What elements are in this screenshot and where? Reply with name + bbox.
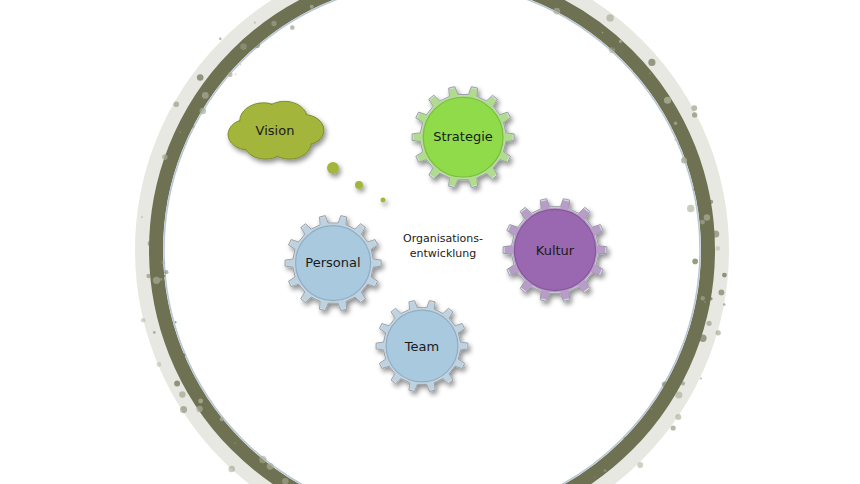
gear-node: Personal bbox=[285, 215, 381, 311]
grunge-ring bbox=[141, 0, 727, 484]
node-label: Team bbox=[405, 339, 439, 354]
vision-cloud: Vision bbox=[227, 102, 323, 158]
gear-node: Team bbox=[376, 300, 468, 392]
thought-dots bbox=[327, 162, 386, 203]
gear-node: Kultur bbox=[503, 198, 607, 302]
node-label: Kultur bbox=[536, 243, 574, 258]
node-label: Strategie bbox=[433, 129, 493, 144]
gear-node: Strategie bbox=[412, 86, 514, 188]
node-label: Vision bbox=[256, 123, 295, 138]
center-label: Organisations- entwicklung bbox=[397, 232, 489, 262]
node-label: Personal bbox=[305, 255, 360, 270]
